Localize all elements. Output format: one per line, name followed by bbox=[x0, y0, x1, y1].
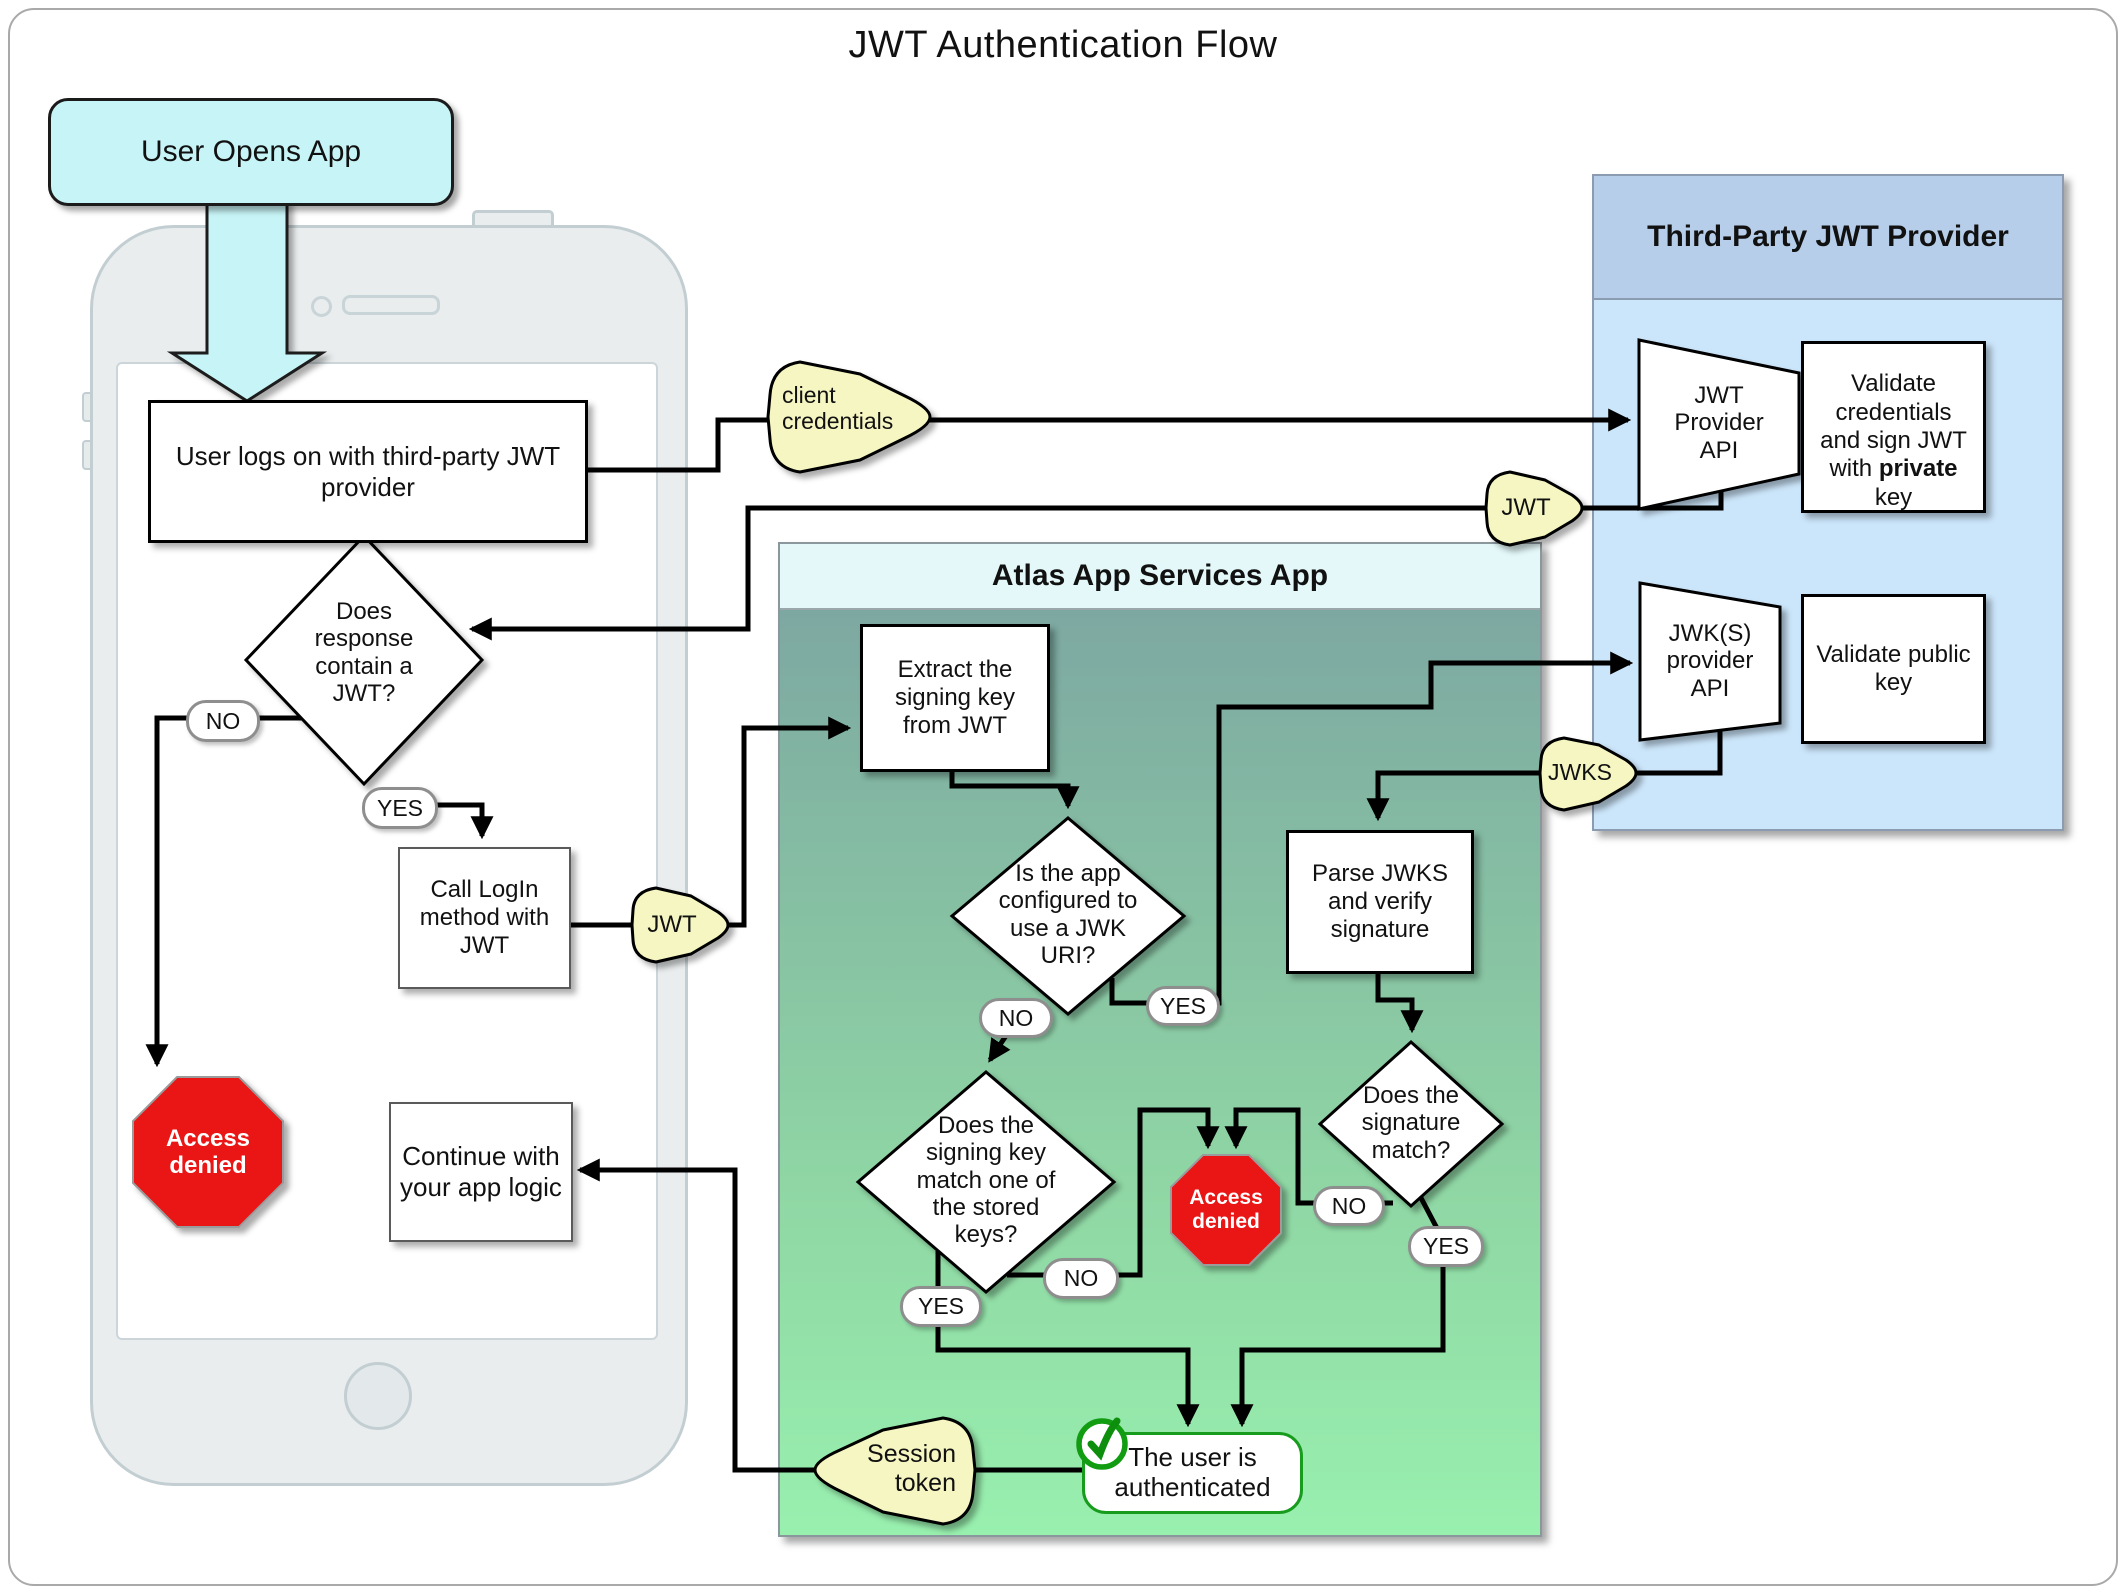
wire-extract-to-jwk-diamond bbox=[949, 766, 1080, 810]
validate-credentials-text: Validate credentials and sign JWT with bbox=[1820, 370, 1967, 483]
user-opens-app-box: User Opens App bbox=[48, 98, 454, 206]
jwt-to-atlas-tag bbox=[1484, 470, 1584, 547]
outer-border bbox=[8, 8, 2118, 1586]
response-diamond bbox=[243, 533, 485, 787]
wire-parse-to-signature bbox=[1375, 968, 1424, 1034]
jwk-uri-diamond bbox=[949, 816, 1187, 1016]
continue-app-box: Continue with your app logic bbox=[389, 1102, 573, 1242]
wire-client-credentials bbox=[582, 408, 1632, 473]
phone-camera-icon bbox=[311, 296, 332, 317]
page-title: JWT Authentication Flow bbox=[848, 24, 1278, 66]
signature-diamond bbox=[1317, 1039, 1505, 1209]
provider-panel-title: Third-Party JWT Provider bbox=[1594, 176, 2062, 300]
phone-speaker-icon bbox=[342, 295, 440, 315]
private-key-emphasis: private bbox=[1878, 455, 1958, 483]
user-logs-on-box: User logs on with third-party JWT provid… bbox=[148, 400, 588, 543]
signing-key-diamond bbox=[855, 1070, 1117, 1294]
signing-yes-pill: YES bbox=[900, 1286, 982, 1327]
check-icon bbox=[1076, 1417, 1128, 1470]
response-yes-pill: YES bbox=[362, 787, 438, 829]
atlas-panel-title: Atlas App Services App bbox=[780, 544, 1540, 610]
jwk-no-pill: NO bbox=[979, 998, 1053, 1038]
wire-jwk-yes bbox=[1109, 651, 1634, 1006]
validate-credentials-text-end: key bbox=[1874, 483, 1913, 511]
signing-no-pill: NO bbox=[1043, 1258, 1119, 1299]
jwks-provider-api-shape bbox=[1638, 581, 1782, 742]
extract-signing-key-box: Extract the signing key from JWT bbox=[860, 624, 1050, 772]
wire-response-no bbox=[145, 715, 302, 1068]
signature-yes-pill: YES bbox=[1408, 1226, 1484, 1267]
response-no-pill: NO bbox=[186, 700, 260, 742]
wire-signature-yes bbox=[1230, 1256, 1446, 1428]
jwks-tag bbox=[1538, 736, 1638, 812]
validate-credentials-box: Validate credentials and sign JWT with p… bbox=[1801, 341, 1986, 513]
user-opens-app-arrow bbox=[166, 198, 328, 403]
access-denied-octagon-atlas bbox=[1170, 1154, 1282, 1266]
parse-jwks-box: Parse JWKS and verify signature bbox=[1286, 830, 1474, 974]
session-token-tag bbox=[813, 1416, 977, 1526]
jwt-to-provider-tag bbox=[630, 886, 730, 964]
jwk-yes-pill: YES bbox=[1146, 986, 1220, 1026]
validate-public-key-box: Validate public key bbox=[1801, 594, 1986, 744]
signature-no-pill: NO bbox=[1313, 1186, 1385, 1226]
phone-home-button bbox=[344, 1362, 412, 1430]
call-login-box: Call LogIn method with JWT bbox=[398, 847, 571, 989]
jwt-provider-api-shape bbox=[1637, 338, 1801, 511]
access-denied-octagon-phone bbox=[132, 1076, 284, 1228]
wire-jwt-return bbox=[468, 492, 1724, 641]
client-credentials-tag bbox=[766, 360, 932, 474]
wire-login-jwt bbox=[567, 716, 852, 928]
